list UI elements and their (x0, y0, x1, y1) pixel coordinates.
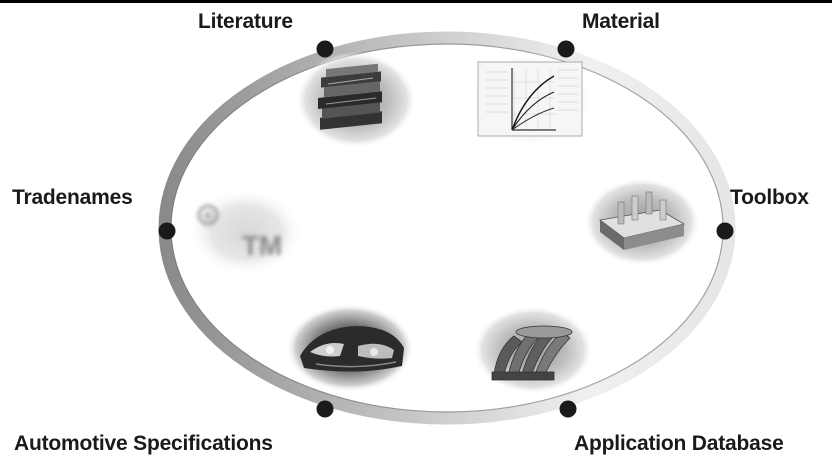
label-toolbox: Toolbox (730, 186, 809, 209)
application-image (473, 306, 593, 394)
node-automotive (316, 400, 334, 418)
node-toolbox (716, 222, 734, 240)
node-tradenames (158, 222, 176, 240)
tradenames-image: ® TM (188, 188, 304, 276)
literature-image (296, 52, 416, 148)
trademark-symbol: TM (242, 230, 282, 261)
label-literature: Literature (198, 10, 293, 33)
label-application-database: Application Database (574, 432, 784, 455)
label-tradenames: Tradenames (12, 186, 133, 209)
label-automotive-specifications: Automotive Specifications (14, 432, 273, 455)
registered-symbol: ® (204, 209, 213, 223)
material-image (469, 52, 593, 148)
node-material (557, 40, 575, 58)
top-rule (0, 0, 832, 3)
automotive-image (286, 304, 414, 392)
label-material: Material (582, 10, 660, 33)
node-literature (316, 40, 334, 58)
node-application (559, 400, 577, 418)
toolbox-image (584, 178, 700, 266)
